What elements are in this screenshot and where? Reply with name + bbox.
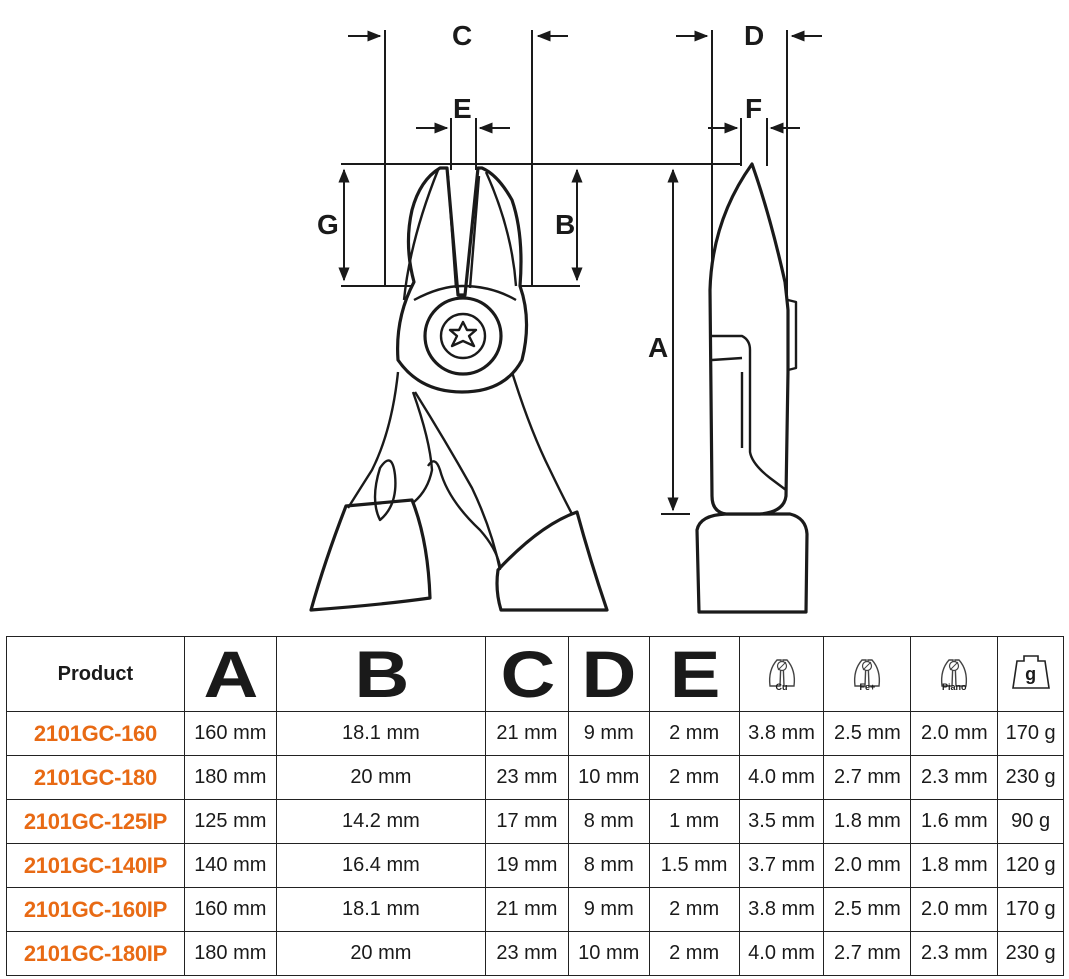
value-piano: 2.3 mm <box>910 931 999 976</box>
header-weight: g <box>997 636 1064 712</box>
value-weight: 170 g <box>997 711 1064 756</box>
value-piano: 2.0 mm <box>910 711 999 756</box>
header-a: A <box>183 636 277 712</box>
value-fe: 2.5 mm <box>823 711 912 756</box>
table-header-row: Product A B C D E Cu <box>6 636 1064 712</box>
value-e: 2 mm <box>648 755 740 800</box>
value-cu: 3.8 mm <box>738 887 825 932</box>
value-c: 19 mm <box>484 843 569 888</box>
value-d: 8 mm <box>567 799 650 844</box>
value-d: 9 mm <box>567 887 650 932</box>
header-product: Product <box>6 636 185 712</box>
product-code: 2101GC-125IP <box>6 799 185 844</box>
cutting-copper-wire-icon <box>768 659 795 687</box>
value-e: 2 mm <box>648 711 740 756</box>
value-cu: 4.0 mm <box>738 755 825 800</box>
value-c: 23 mm <box>484 931 569 976</box>
product-code: 2101GC-180 <box>6 755 185 800</box>
value-weight: 170 g <box>997 887 1064 932</box>
value-a: 125 mm <box>183 799 277 844</box>
value-cu: 3.7 mm <box>738 843 825 888</box>
value-cu: 4.0 mm <box>738 931 825 976</box>
pliers-side-view <box>695 162 809 614</box>
value-weight: 90 g <box>997 799 1064 844</box>
weight-icon <box>1011 654 1050 689</box>
dim-label-e: E <box>453 93 472 124</box>
value-a: 180 mm <box>183 755 277 800</box>
value-c: 21 mm <box>484 711 569 756</box>
dim-label-a: A <box>648 332 668 363</box>
cutting-piano-wire-icon <box>941 659 968 687</box>
header-c: C <box>484 636 569 712</box>
value-c: 17 mm <box>484 799 569 844</box>
dim-label-d: D <box>744 20 764 51</box>
value-b: 16.4 mm <box>275 843 486 888</box>
product-code: 2101GC-180IP <box>6 931 185 976</box>
value-d: 9 mm <box>567 711 650 756</box>
weight-unit-label: g <box>1025 663 1037 684</box>
value-piano: 2.0 mm <box>910 887 999 932</box>
dim-label-c: C <box>452 20 472 51</box>
fe-label: Fe+ <box>859 682 876 692</box>
value-b: 18.1 mm <box>275 711 486 756</box>
dim-label-g: G <box>317 209 339 240</box>
value-cu: 3.8 mm <box>738 711 825 756</box>
value-fe: 2.7 mm <box>823 755 912 800</box>
value-weight: 230 g <box>997 755 1064 800</box>
product-code: 2101GC-140IP <box>6 843 185 888</box>
product-code: 2101GC-160 <box>6 711 185 756</box>
value-e: 2 mm <box>648 887 740 932</box>
value-d: 8 mm <box>567 843 650 888</box>
header-piano: Piano <box>910 636 999 712</box>
header-cu: Cu <box>738 636 825 712</box>
pliers-technical-drawing: C E G B A D F <box>309 20 822 614</box>
value-b: 18.1 mm <box>275 887 486 932</box>
value-a: 140 mm <box>183 843 277 888</box>
value-b: 14.2 mm <box>275 799 486 844</box>
value-cu: 3.5 mm <box>738 799 825 844</box>
pliers-front-view <box>309 166 609 612</box>
piano-label: Piano <box>942 682 967 692</box>
value-piano: 1.8 mm <box>910 843 999 888</box>
value-c: 23 mm <box>484 755 569 800</box>
value-a: 160 mm <box>183 711 277 756</box>
cutting-iron-wire-icon <box>854 659 881 687</box>
dimension-lines <box>338 30 822 515</box>
value-d: 10 mm <box>567 755 650 800</box>
value-piano: 1.6 mm <box>910 799 999 844</box>
value-d: 10 mm <box>567 931 650 976</box>
value-fe: 2.0 mm <box>823 843 912 888</box>
header-d: D <box>567 636 650 712</box>
value-weight: 230 g <box>997 931 1064 976</box>
header-e: E <box>648 636 740 712</box>
cu-label: Cu <box>775 682 788 692</box>
dim-label-f: F <box>745 93 762 124</box>
value-e: 1.5 mm <box>648 843 740 888</box>
value-fe: 2.7 mm <box>823 931 912 976</box>
value-fe: 2.5 mm <box>823 887 912 932</box>
value-b: 20 mm <box>275 755 486 800</box>
value-c: 21 mm <box>484 887 569 932</box>
value-b: 20 mm <box>275 931 486 976</box>
product-code: 2101GC-160IP <box>6 887 185 932</box>
value-weight: 120 g <box>997 843 1064 888</box>
value-a: 160 mm <box>183 887 277 932</box>
dim-label-b: B <box>555 209 575 240</box>
specification-table: Product A B C D E Cu <box>6 636 1064 976</box>
value-e: 2 mm <box>648 931 740 976</box>
value-e: 1 mm <box>648 799 740 844</box>
value-a: 180 mm <box>183 931 277 976</box>
header-b: B <box>275 636 486 712</box>
header-fe: Fe+ <box>823 636 912 712</box>
value-piano: 2.3 mm <box>910 755 999 800</box>
value-fe: 1.8 mm <box>823 799 912 844</box>
